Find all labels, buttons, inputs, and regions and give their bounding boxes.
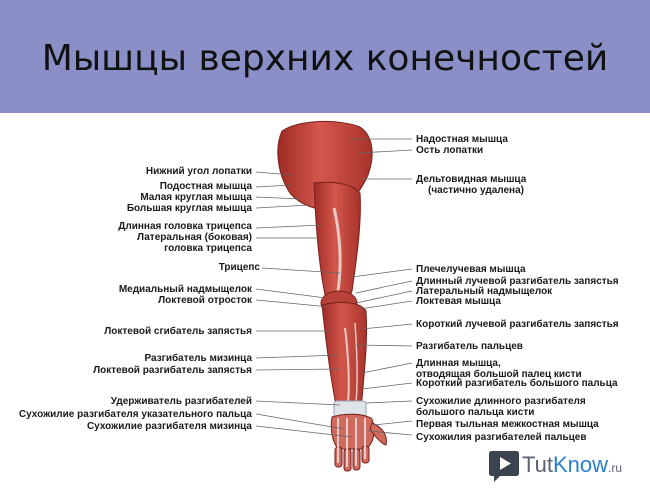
logo-text-ru: .ru [608,461,623,475]
label-extensor-pollicis-longus-tendon-2: большого пальца кисти [416,407,535,418]
label-triceps-long-head: Длинная головка трицепса [118,221,252,232]
label-extensor-digiti-minimi: Разгибатель мизинца [144,353,252,364]
label-extensor-indicis-tendon: Сухожилие разгибателя указательного паль… [18,409,252,420]
label-olecranon: Локтевой отросток [158,295,252,306]
site-logo[interactable]: TutKnow.ru [488,447,638,487]
label-lateral-epicondyle: Латеральный надмыщелок [416,286,553,297]
label-teres-major: Большая круглая мышца [126,203,252,214]
label-flexor-carpi-ulnaris: Локтевой сгибатель запястья [104,326,252,337]
title-banner [0,0,650,113]
finger-tendons [337,418,366,467]
label-deltoid: Дельтовидная мышца [416,174,527,185]
upper-arm [313,181,361,303]
label-teres-minor: Малая круглая мышца [140,192,252,203]
logo-text: TutKnow.ru [522,452,622,478]
diagram-area: Нижний угол лопатки Подостная мышца Мала… [0,113,650,493]
arm-illustration [255,120,413,472]
logo-text-tut: Tut [522,452,553,477]
label-triceps: Трицепс [218,262,260,273]
label-extensor-carpi-radialis-brevis: Короткий лучевой разгибатель запястья [416,319,619,330]
label-extensor-digitorum-tendons: Сухожилия разгибателей пальцев [416,432,587,443]
label-supraspinatus: Надостная мышца [416,134,508,145]
label-abductor-pollicis-longus-2: отводящая большой палец кисти [416,369,582,380]
label-triceps-lateral-1: Латеральная (боковая) [136,232,252,243]
label-extensor-pollicis-brevis: Короткий разгибатель большого пальца [416,378,618,389]
label-deltoid-note: (частично удалена) [428,185,524,196]
label-abductor-pollicis-longus-1: Длинная мышца, [416,358,501,369]
label-triceps-lateral-2: головка трицепса [164,243,252,254]
label-extensor-carpi-radialis-longus: Длинный лучевой разгибатель запястья [416,276,619,287]
label-first-dorsal-interosseous: Первая тыльная межкостная мышца [416,419,599,430]
label-medial-epicondyle: Медиальный надмыщелок [118,284,252,295]
label-extensor-carpi-ulnaris: Локтевой разгибатель запястья [93,365,252,376]
logo-text-know: Know [552,452,609,477]
hand [330,413,375,450]
play-bubble-icon [489,451,519,482]
label-lower-scapula-angle: Нижний угол лопатки [145,166,252,177]
label-anconeus: Локтевая мышца [416,296,501,307]
label-infraspinatus: Подостная мышца [159,181,252,192]
label-extensor-digiti-minimi-tendon: Сухожилие разгибателя мизинца [86,421,252,432]
label-extensor-pollicis-longus-tendon-1: Сухожилие длинного разгибателя [416,396,586,407]
left-leader-lines [255,171,353,438]
right-leader-lines [350,138,413,436]
page-title: Мышцы верхних конечностей [41,38,609,79]
label-brachioradialis: Плечелучевая мышца [416,264,526,275]
label-extensor-digitorum: Разгибатель пальцев [416,341,523,352]
label-scapula-spine: Ость лопатки [416,145,484,156]
label-extensor-retinaculum: Удерживатель разгибателей [110,396,252,407]
